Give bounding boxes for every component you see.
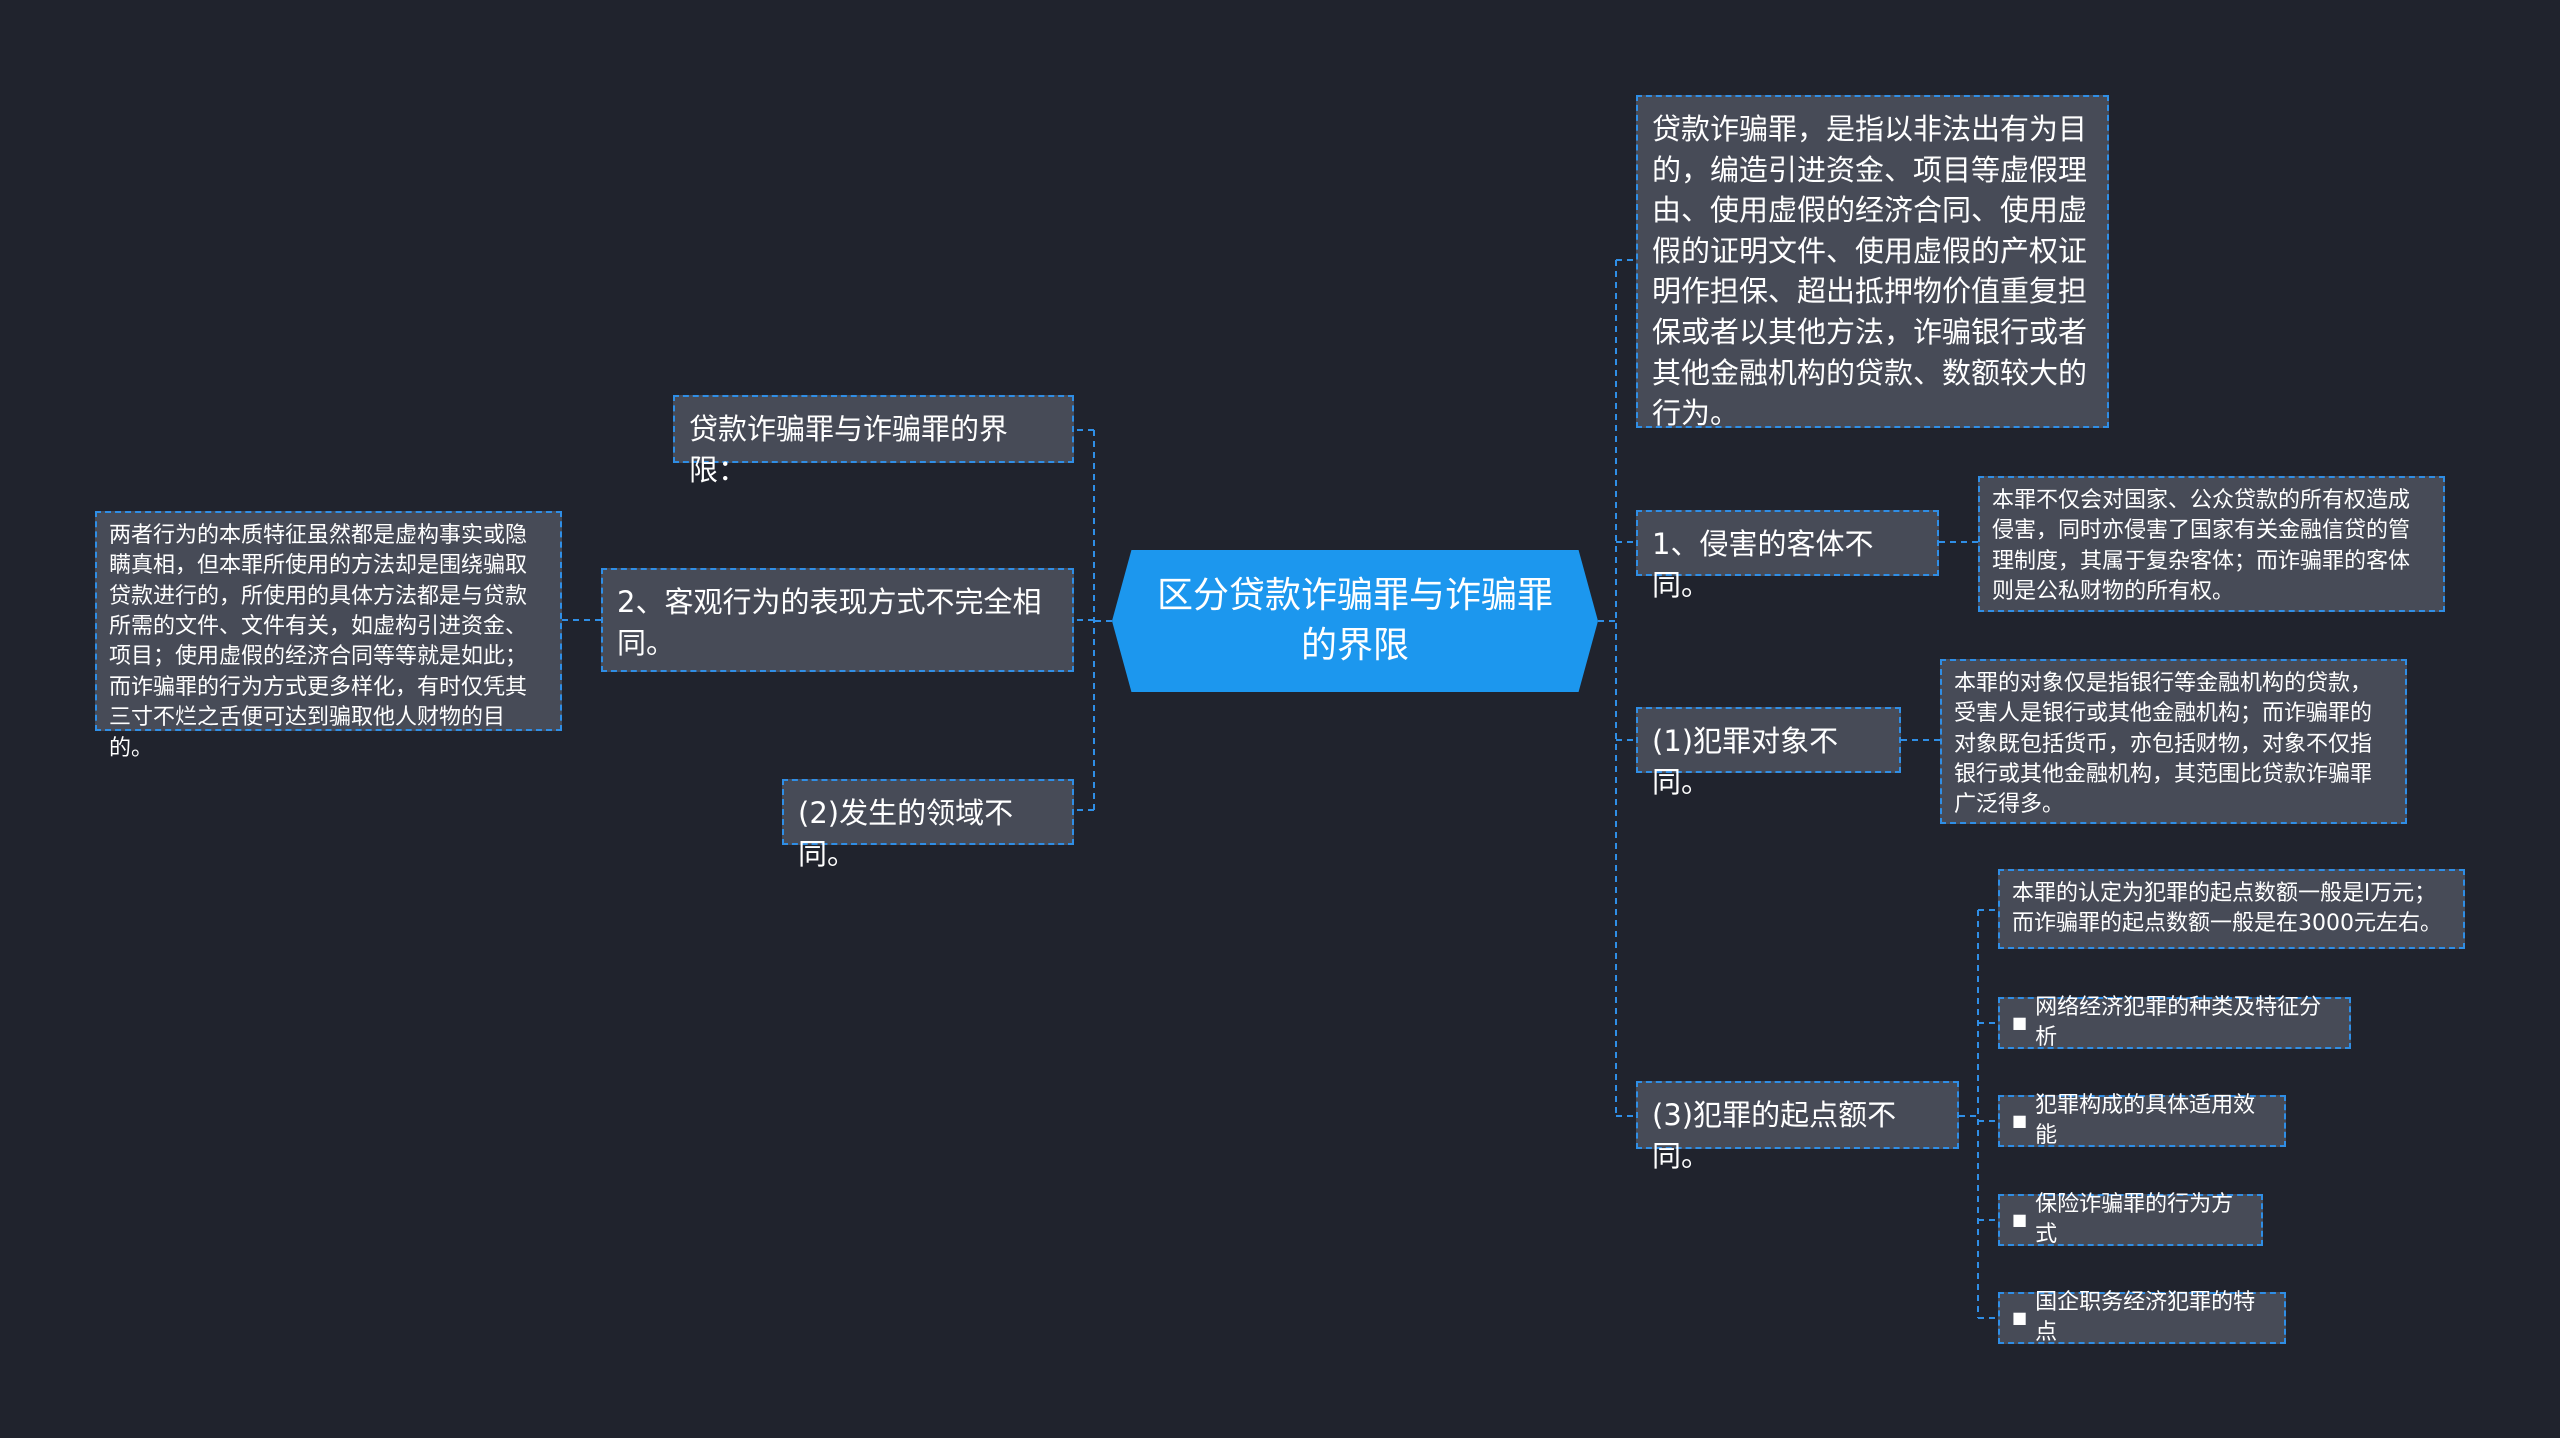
- square-bullet-icon: ■: [2012, 1307, 2028, 1327]
- link-item-label: 国企职务经济犯罪的特点: [2035, 1289, 2256, 1345]
- node-crime-target[interactable]: (1)犯罪对象不同。: [1636, 707, 1901, 799]
- node-object-infringed[interactable]: 1、侵害的客体不同。: [1636, 510, 1939, 602]
- link-item[interactable]: ■ 国企职务经济犯罪的特点: [1998, 1290, 2286, 1345]
- link-item[interactable]: ■ 保险诈骗罪的行为方式: [1998, 1192, 2263, 1247]
- node-objective-behavior-label: 2、客观行为的表现方式不完全相同。: [617, 585, 1042, 660]
- node-objective-behavior[interactable]: 2、客观行为的表现方式不完全相同。: [601, 568, 1074, 672]
- node-threshold-detail[interactable]: 本罪的认定为犯罪的起点数额一般是l万元；而诈骗罪的起点数额一般是在3000元左右…: [1998, 869, 2465, 949]
- node-crime-target-detail[interactable]: 本罪的对象仅是指银行等金融机构的贷款，受害人是银行或其他金融机构；而诈骗罪的对象…: [1940, 659, 2407, 824]
- node-domain[interactable]: (2)发生的领域不同。: [782, 779, 1074, 871]
- node-object-infringed-detail-text: 本罪不仅会对国家、公众贷款的所有权造成侵害，同时亦侵害了国家有关金融信贷的管理制…: [1992, 488, 2411, 605]
- node-threshold[interactable]: (3)犯罪的起点额不同。: [1636, 1081, 1959, 1173]
- node-crime-target-detail-text: 本罪的对象仅是指银行等金融机构的贷款，受害人是银行或其他金融机构；而诈骗罪的对象…: [1954, 671, 2373, 818]
- link-item[interactable]: ■ 犯罪构成的具体适用效能: [1998, 1093, 2286, 1148]
- link-item-label: 犯罪构成的具体适用效能: [2035, 1092, 2256, 1148]
- node-objective-behavior-detail[interactable]: 两者行为的本质特征虽然都是虚构事实或隐瞒真相，但本罪所使用的方法却是围绕骗取贷款…: [95, 511, 562, 761]
- link-item[interactable]: ■ 网络经济犯罪的种类及特征分析: [1998, 995, 2351, 1050]
- node-object-infringed-label: 1、侵害的客体不同。: [1652, 527, 1874, 602]
- square-bullet-icon: ■: [2012, 1012, 2028, 1032]
- node-object-infringed-detail[interactable]: 本罪不仅会对国家、公众贷款的所有权造成侵害，同时亦侵害了国家有关金融信贷的管理制…: [1978, 476, 2445, 612]
- node-objective-behavior-detail-text: 两者行为的本质特征虽然都是虚构事实或隐瞒真相，但本罪所使用的方法却是围绕骗取贷款…: [109, 523, 528, 761]
- node-boundary[interactable]: 贷款诈骗罪与诈骗罪的界限：: [673, 395, 1074, 487]
- node-definition[interactable]: 贷款诈骗罪，是指以非法出有为目的，编造引进资金、项目等虚假理由、使用虚假的经济合…: [1636, 95, 2109, 431]
- node-domain-label: (2)发生的领域不同。: [798, 796, 1014, 871]
- node-definition-text: 贷款诈骗罪，是指以非法出有为目的，编造引进资金、项目等虚假理由、使用虚假的经济合…: [1652, 112, 2088, 431]
- square-bullet-icon: ■: [2012, 1209, 2028, 1229]
- square-bullet-icon: ■: [2012, 1110, 2028, 1130]
- root-title: 区分贷款诈骗罪与诈骗罪的界限: [1156, 574, 1553, 666]
- node-crime-target-label: (1)犯罪对象不同。: [1652, 724, 1839, 799]
- link-item-label: 保险诈骗罪的行为方式: [2035, 1191, 2234, 1247]
- root-node[interactable]: 区分贷款诈骗罪与诈骗罪的界限: [1112, 550, 1598, 692]
- node-threshold-label: (3)犯罪的起点额不同。: [1652, 1098, 1897, 1173]
- node-threshold-detail-text: 本罪的认定为犯罪的起点数额一般是l万元；而诈骗罪的起点数额一般是在3000元左右…: [2012, 881, 2442, 937]
- node-boundary-label: 贷款诈骗罪与诈骗罪的界限：: [689, 412, 1009, 487]
- link-item-label: 网络经济犯罪的种类及特征分析: [2035, 994, 2322, 1050]
